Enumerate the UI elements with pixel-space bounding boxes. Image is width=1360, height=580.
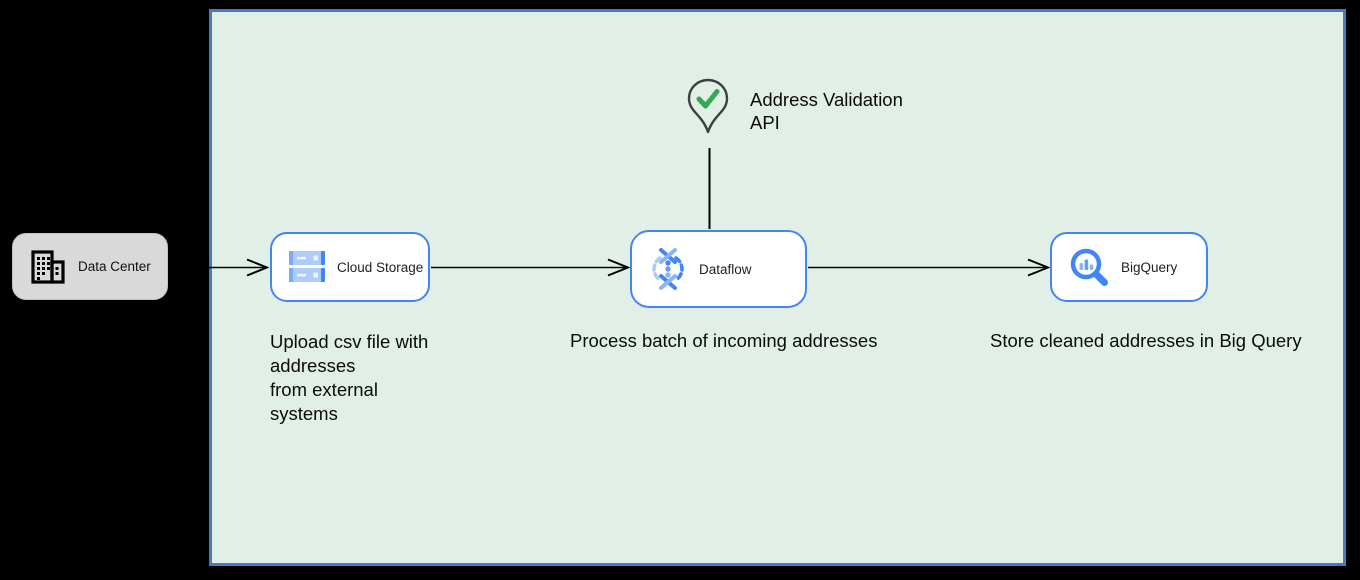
node-cloud-storage[interactable]: Cloud Storage <box>270 232 430 302</box>
location-pin-check-icon[interactable] <box>687 78 729 136</box>
data-center-label: Data Center <box>78 259 151 274</box>
cloud-storage-icon <box>289 251 325 282</box>
bigquery-label: BigQuery <box>1121 259 1178 275</box>
building-icon <box>31 249 65 284</box>
dataflow-caption: Process batch of incoming addresses <box>570 330 878 351</box>
bigquery-icon <box>1070 248 1108 286</box>
cloud-storage-caption: Upload csv file with addresses from exte… <box>270 331 429 424</box>
node-bigquery[interactable]: BigQuery <box>1050 232 1208 302</box>
bigquery-caption: Store cleaned addresses in Big Query <box>990 330 1302 351</box>
dataflow-icon <box>652 248 684 290</box>
address-validation-label: Address Validation API <box>750 89 903 133</box>
cloud-storage-label: Cloud Storage <box>337 259 424 275</box>
dataflow-label: Dataflow <box>699 261 752 277</box>
node-data-center[interactable]: Data Center <box>12 233 168 300</box>
node-dataflow[interactable]: Dataflow <box>630 230 807 308</box>
